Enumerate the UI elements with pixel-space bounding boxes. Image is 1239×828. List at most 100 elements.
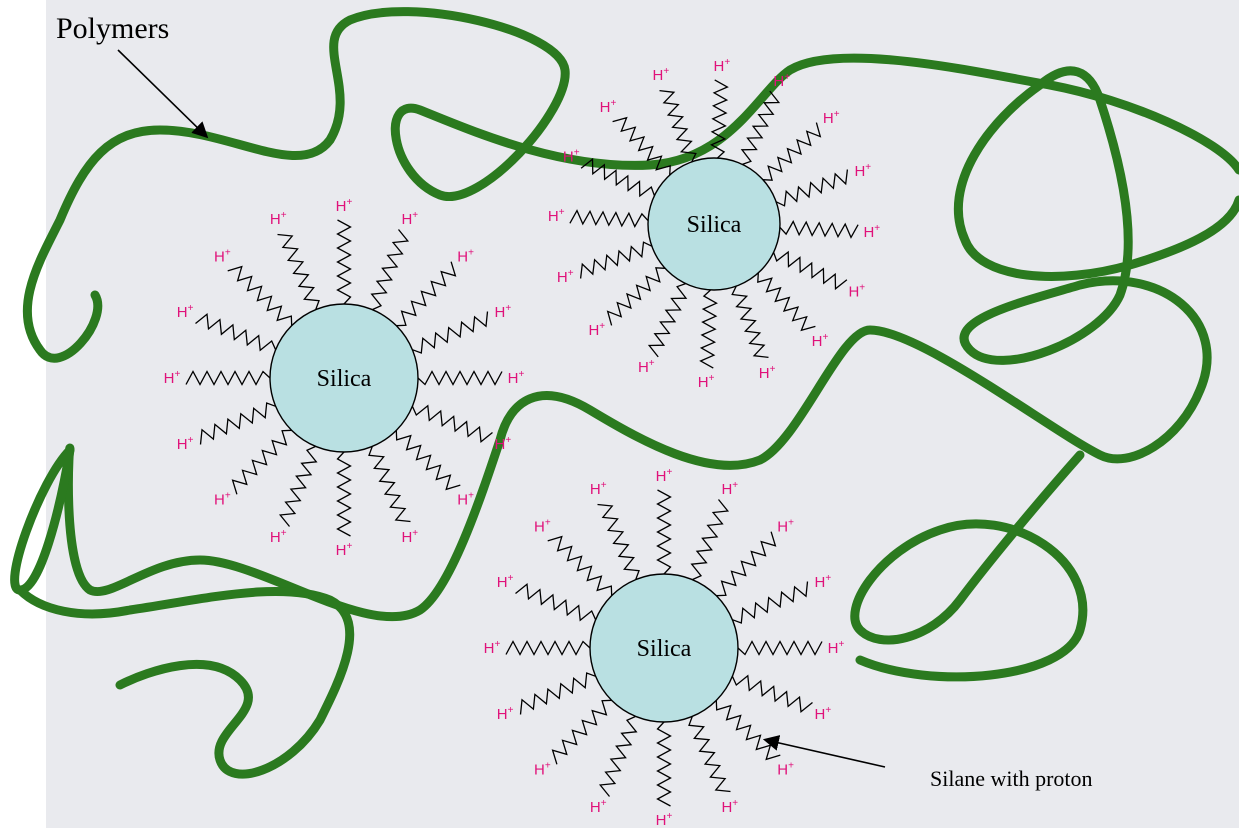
- silane-chain: [699, 289, 718, 369]
- proton-label: H+: [457, 247, 474, 265]
- proton-label: H+: [563, 147, 580, 165]
- proton-label: H+: [214, 247, 231, 265]
- silane-chain: [659, 89, 697, 163]
- silane-chain: [597, 503, 640, 580]
- silane-chain: [737, 640, 823, 656]
- proton-label: H+: [848, 283, 865, 301]
- silane-chain: [757, 272, 816, 332]
- proton-label: H+: [495, 303, 512, 321]
- proton-label: H+: [600, 98, 617, 116]
- proton-label: H+: [401, 528, 418, 546]
- silica-particle-2: H+H+H+H+H+H+H+H+H+H+H+H+H+H+H+H+Silica: [548, 57, 880, 391]
- silane-chain: [336, 451, 352, 537]
- proton-label: H+: [270, 210, 287, 228]
- silane-chain: [688, 716, 731, 793]
- silane-chain: [227, 265, 293, 326]
- silane-chain: [395, 430, 461, 491]
- proton-label: H+: [773, 72, 790, 90]
- silane-chain: [519, 672, 596, 715]
- silica-label: Silica: [687, 212, 742, 238]
- proton-label: H+: [336, 197, 353, 215]
- silane-chain: [231, 429, 292, 495]
- silane-chain: [199, 402, 276, 445]
- silane-chain: [598, 715, 638, 797]
- polymers-arrow: [117, 49, 209, 139]
- polymers-label: Polymers: [56, 12, 169, 45]
- silica-label: Silica: [637, 636, 692, 662]
- silane-chain: [731, 674, 813, 714]
- proton-label: H+: [812, 332, 829, 350]
- silane-chain: [580, 157, 656, 198]
- proton-label: H+: [177, 435, 194, 453]
- silane-chain: [411, 404, 493, 444]
- silane-chain: [716, 531, 777, 597]
- proton-label: H+: [534, 761, 551, 779]
- silane-chain: [775, 169, 849, 207]
- proton-label: H+: [714, 57, 731, 75]
- proton-label: H+: [721, 798, 738, 816]
- proton-label: H+: [815, 705, 832, 723]
- proton-label: H+: [854, 162, 871, 180]
- silane-chain: [569, 209, 649, 228]
- silane-chain: [647, 282, 688, 358]
- proton-label: H+: [497, 705, 514, 723]
- proton-label: H+: [497, 573, 514, 591]
- silane-chain: [612, 116, 671, 176]
- silane-chain: [505, 640, 591, 656]
- proton-label: H+: [495, 435, 512, 453]
- proton-label: H+: [164, 369, 181, 387]
- silane-chain: [779, 220, 859, 239]
- silane-chain: [277, 233, 320, 310]
- proton-label: H+: [721, 480, 738, 498]
- proton-label: H+: [457, 491, 474, 509]
- silane-chain: [656, 721, 672, 807]
- silane-chain: [731, 285, 769, 359]
- silane-chain: [740, 90, 781, 166]
- silica-core: [269, 303, 419, 453]
- silane-chain: [762, 122, 822, 181]
- proton-label: H+: [590, 798, 607, 816]
- polymer-chain-1: [22, 7, 1239, 363]
- silane-chain: [710, 79, 729, 159]
- proton-label: H+: [588, 321, 605, 339]
- silane-chain: [656, 489, 672, 575]
- proton-label: H+: [270, 528, 287, 546]
- proton-label: H+: [777, 761, 794, 779]
- proton-label: H+: [653, 66, 670, 84]
- silane-chain: [370, 229, 410, 311]
- proton-label: H+: [638, 358, 655, 376]
- proton-label: H+: [656, 467, 673, 485]
- proton-label: H+: [815, 573, 832, 591]
- polymer-chains: [10, 7, 1239, 779]
- proton-label: H+: [508, 369, 525, 387]
- silane-chain: [417, 370, 503, 386]
- polymer-chain-5: [850, 450, 1088, 682]
- proton-label: H+: [401, 210, 418, 228]
- proton-label: H+: [698, 373, 715, 391]
- silane-chain: [195, 312, 277, 352]
- silane-chain: [547, 535, 613, 596]
- silane-chain: [396, 261, 457, 327]
- proton-label: H+: [557, 268, 574, 286]
- silane-chain: [606, 267, 666, 326]
- proton-label: H+: [534, 517, 551, 535]
- silane-note-label: Silane with proton: [930, 766, 1093, 791]
- proton-label: H+: [863, 223, 880, 241]
- silica-core: [647, 157, 781, 291]
- silane-chain: [412, 311, 489, 354]
- polymer-chain-2: [63, 66, 1239, 622]
- proton-label: H+: [336, 541, 353, 559]
- silica-core: [589, 573, 739, 723]
- proton-label: H+: [590, 480, 607, 498]
- silane-chain: [732, 581, 809, 624]
- proton-label: H+: [548, 207, 565, 225]
- silane-chain: [185, 370, 271, 386]
- silane-chain: [690, 499, 730, 581]
- silica-particle-3: H+H+H+H+H+H+H+H+H+H+H+H+H+H+H+H+Silica: [484, 467, 845, 828]
- proton-label: H+: [759, 364, 776, 382]
- proton-label: H+: [484, 639, 501, 657]
- silane-chain: [336, 219, 352, 305]
- proton-label: H+: [177, 303, 194, 321]
